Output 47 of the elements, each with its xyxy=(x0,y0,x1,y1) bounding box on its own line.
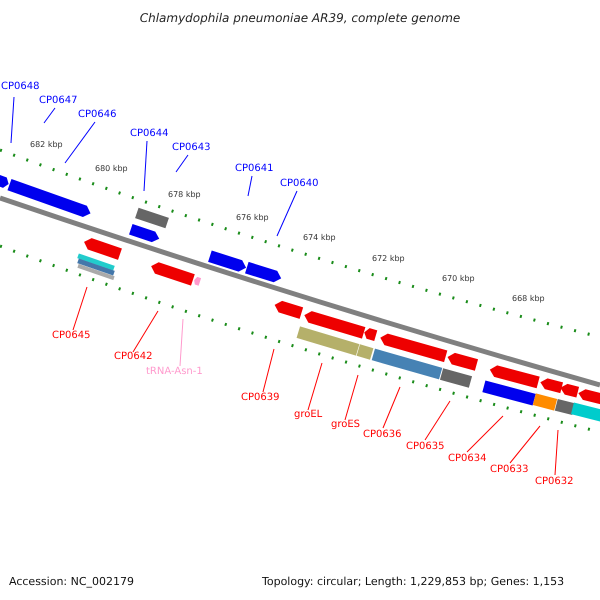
gene-label: CP0632 xyxy=(535,476,574,488)
leader-line xyxy=(276,190,298,236)
gene-label: CP0640 xyxy=(280,178,318,190)
gene-label: CP0646 xyxy=(78,109,116,121)
gene-label: CP0633 xyxy=(490,464,528,476)
leader-line xyxy=(466,416,504,452)
tick-label: 672 kbp xyxy=(372,253,405,265)
tick-label: 668 kbp xyxy=(512,293,545,305)
gene-label: groES xyxy=(331,419,360,431)
tick-label: 682 kbp xyxy=(30,139,63,151)
gene-label: tRNA-Asn-1 xyxy=(146,366,203,378)
leader-line xyxy=(176,154,188,172)
map-title: Chlamydophila pneumoniae AR39, complete genome xyxy=(138,12,462,24)
leader-line xyxy=(510,426,540,464)
leader-line xyxy=(44,108,56,124)
leader-line xyxy=(344,374,358,420)
gene-label: CP0636 xyxy=(363,429,402,441)
leader-line xyxy=(262,348,274,392)
tick-label: 680 kbp xyxy=(95,163,128,175)
leader-line xyxy=(180,318,184,366)
gene-label: CP0645 xyxy=(52,330,90,342)
leader-line xyxy=(248,176,252,196)
tick-label: 670 kbp xyxy=(442,273,475,285)
gene-label: CP0641 xyxy=(235,163,274,175)
leader-line xyxy=(72,286,88,330)
leader-line xyxy=(132,310,158,352)
leader-line xyxy=(424,400,450,440)
accession-text: Accession: NC_002179 xyxy=(9,576,134,588)
leader-line xyxy=(64,122,96,164)
gene-label: CP0639 xyxy=(241,392,280,404)
gene-label: CP0634 xyxy=(448,453,486,465)
gene-label: CP0647 xyxy=(39,95,78,107)
tick-label: 678 kbp xyxy=(168,189,201,201)
gene-label: CP0642 xyxy=(114,351,152,363)
tick-label: 674 kbp xyxy=(303,232,336,244)
leader-line xyxy=(554,430,558,476)
tick-label: 676 kbp xyxy=(236,212,269,224)
gene-label: CP0635 xyxy=(406,441,444,453)
gene-label: groEL xyxy=(294,409,322,421)
gene-label: CP0643 xyxy=(172,142,210,154)
gene-label: CP0644 xyxy=(130,128,168,140)
genome-summary-text: Topology: circular; Length: 1,229,853 bp; Genes: 1,153 xyxy=(262,576,564,588)
leader-line xyxy=(10,96,14,144)
leader-line xyxy=(382,386,400,428)
gene-label: CP0648 xyxy=(1,81,40,93)
leader-line xyxy=(144,140,148,192)
leader-line xyxy=(308,362,322,410)
